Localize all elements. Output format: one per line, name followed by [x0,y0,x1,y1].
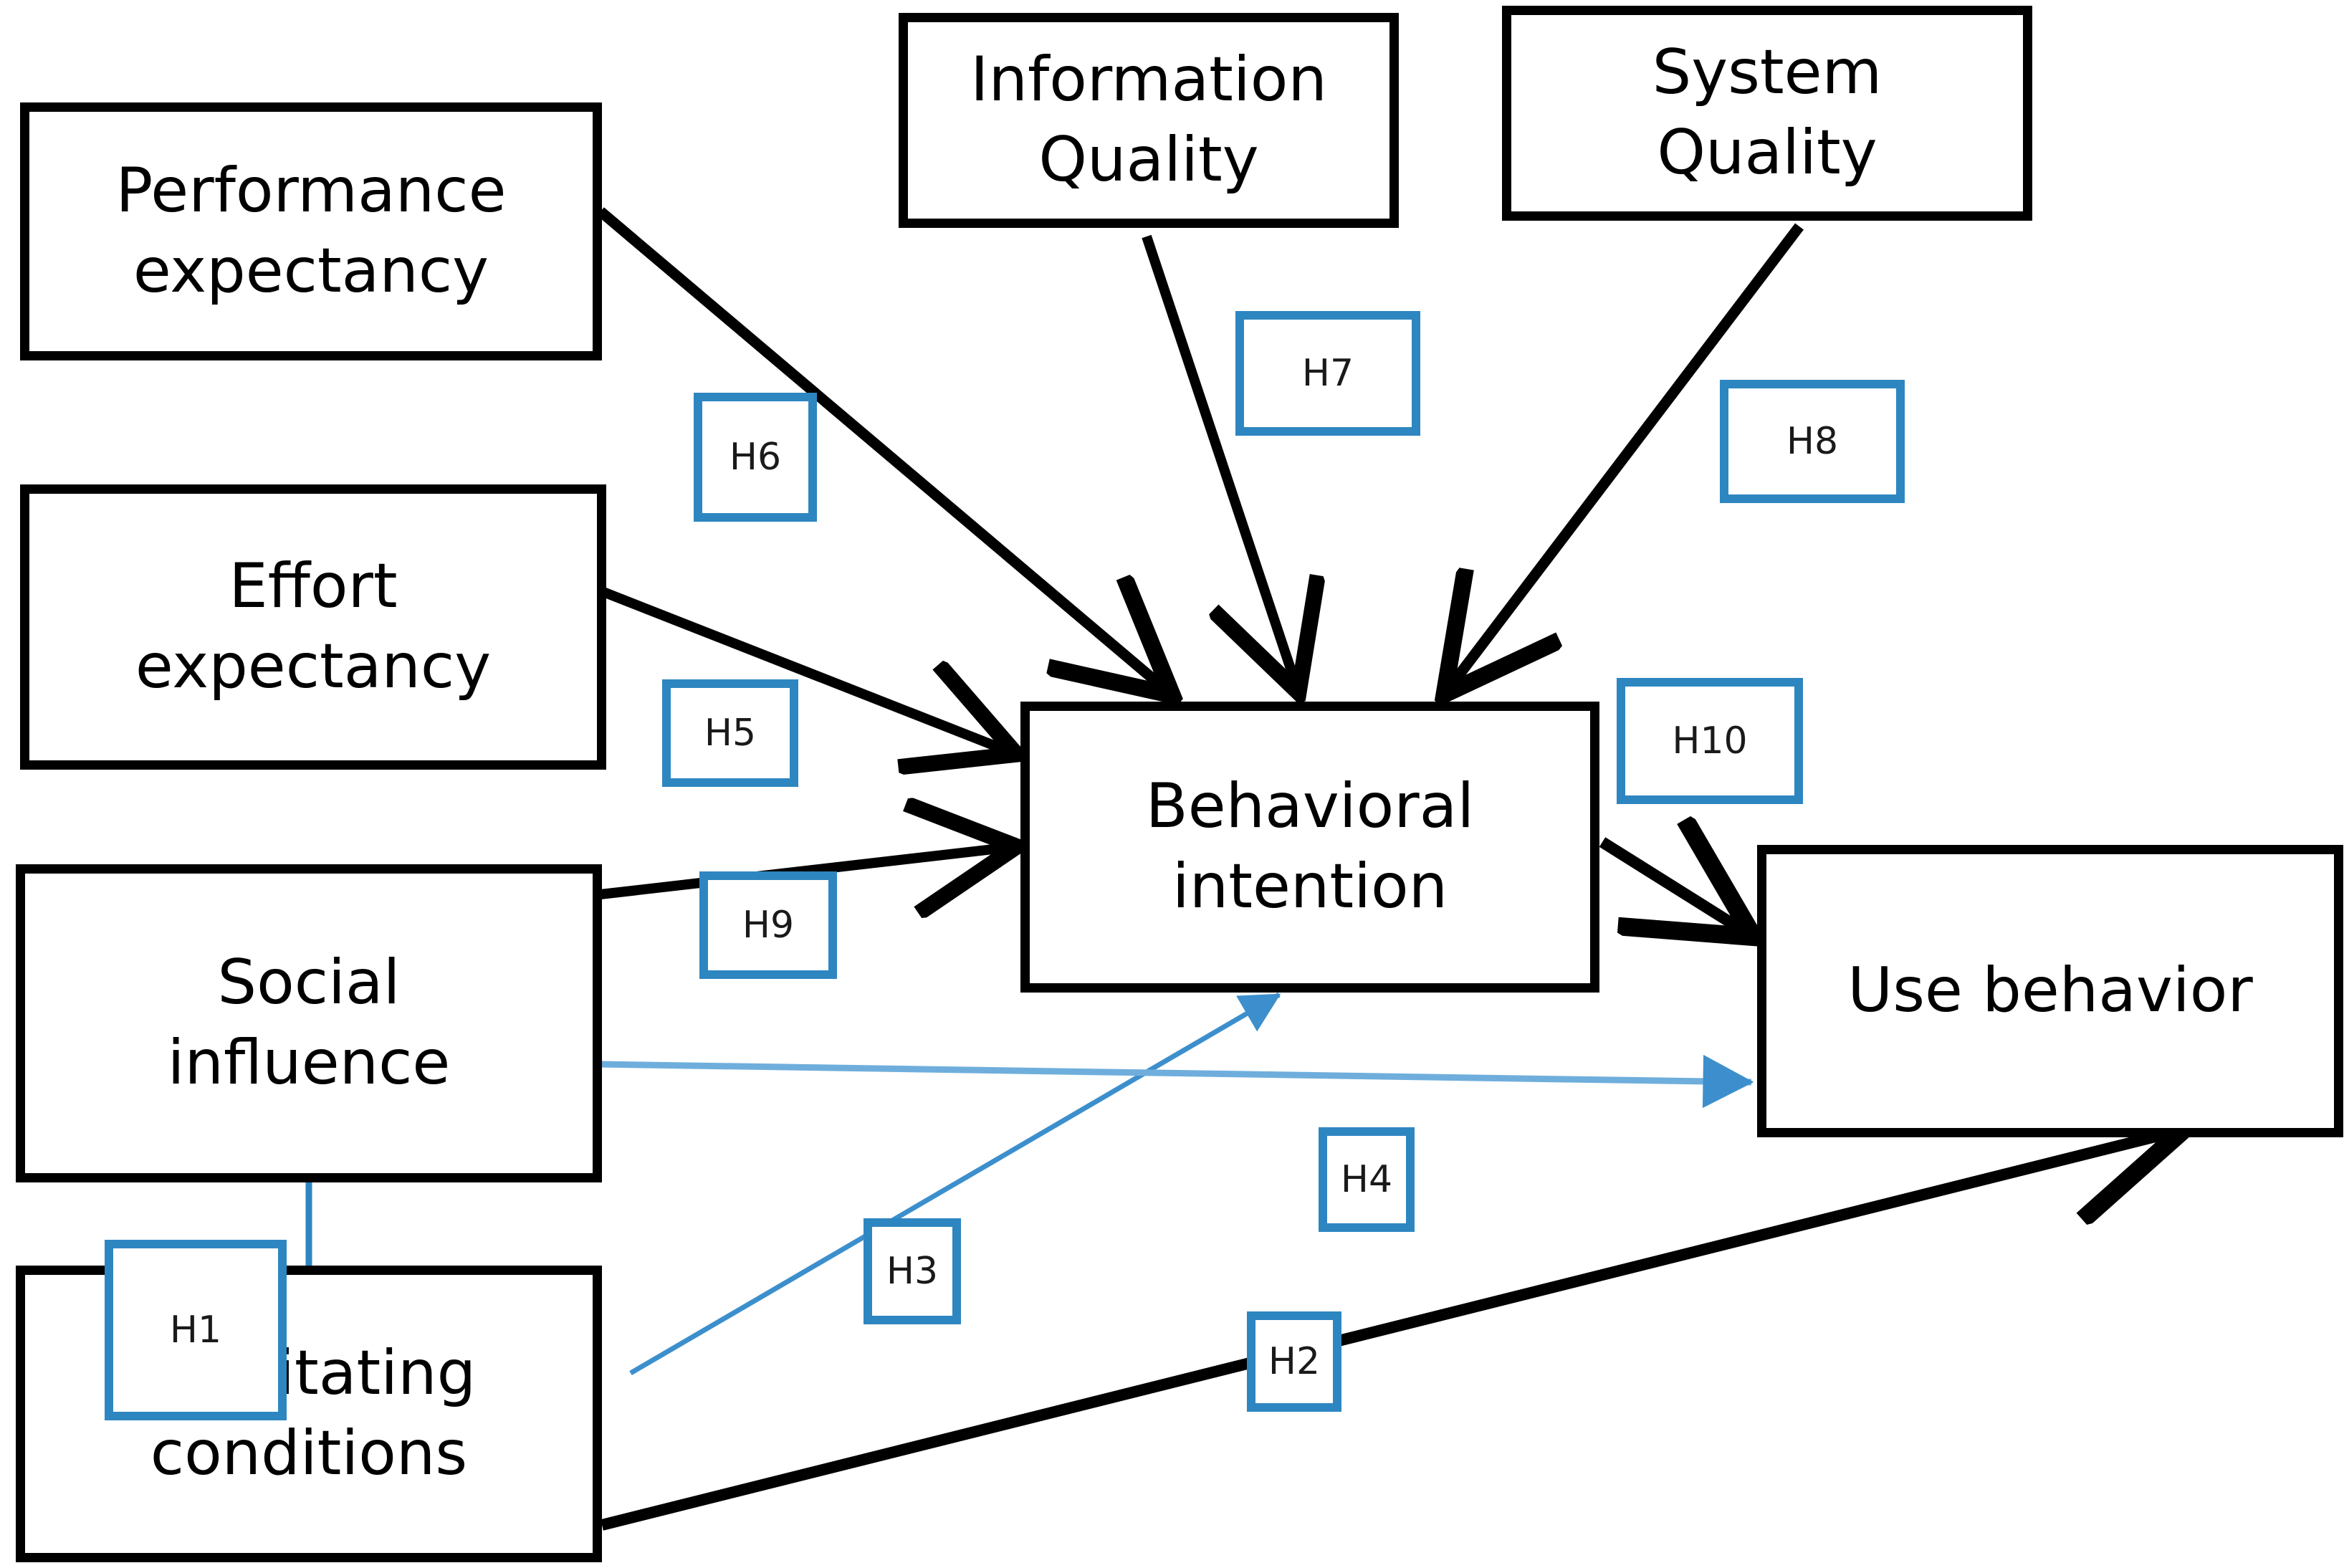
construct-box-use-behavior[interactable]: Use behavior [1757,845,2343,1137]
construct-box-performance-expectancy[interactable]: Performance expectancy [20,102,602,360]
hypothesis-box-h3[interactable]: H3 [864,1218,961,1324]
arrow-pe-to-bi [597,207,1168,692]
construct-box-facilitating-conditions[interactable]: Facilitating conditions [16,1266,602,1562]
arrow-bi-to-ub [1599,842,1749,934]
hypothesis-label: H6 [729,436,782,479]
hypothesis-label: H5 [704,712,757,755]
construct-box-system-quality[interactable]: System Quality [1502,6,2032,221]
hypothesis-label: H8 [1786,420,1839,463]
hypothesis-label: H4 [1340,1158,1393,1201]
construct-label: Use behavior [1847,955,2253,1027]
hypothesis-label: H3 [886,1250,939,1293]
hypothesis-label: H9 [742,904,795,947]
hypothesis-box-h9[interactable]: H9 [699,871,837,979]
hypothesis-box-h1[interactable]: H1 [105,1240,287,1420]
construct-label: Behavioral intention [1145,770,1475,922]
arrow-iq-to-bi [1142,234,1297,688]
hypothesis-box-h7[interactable]: H7 [1235,311,1420,436]
construct-box-social-influence[interactable]: Social influence [16,864,602,1182]
construct-label: Information Quality [970,44,1327,196]
hypothesis-box-h6[interactable]: H6 [694,393,817,522]
construct-box-information-quality[interactable]: Information Quality [899,13,1399,228]
construct-box-effort-expectancy[interactable]: Effort expectancy [20,484,606,770]
hypothesis-label: H1 [169,1309,222,1352]
hypothesis-label: H2 [1268,1340,1321,1383]
construct-label: Effort expectancy [135,550,492,702]
arrow-si-to-ub [598,1054,1754,1109]
construct-box-behavioral-intention[interactable]: Behavioral intention [1020,702,1599,993]
construct-label: Social influence [167,947,451,1099]
hypothesis-label: H10 [1672,720,1748,763]
hypothesis-box-h5[interactable]: H5 [662,679,798,787]
construct-label: Performance expectancy [115,155,507,307]
hypothesis-box-h8[interactable]: H8 [1720,380,1905,503]
hypothesis-box-h4[interactable]: H4 [1319,1127,1415,1232]
hypothesis-label: H7 [1301,352,1354,395]
hypothesis-box-h10[interactable]: H10 [1617,678,1803,804]
construct-label: System Quality [1652,37,1883,188]
hypothesis-box-h2[interactable]: H2 [1247,1311,1341,1412]
